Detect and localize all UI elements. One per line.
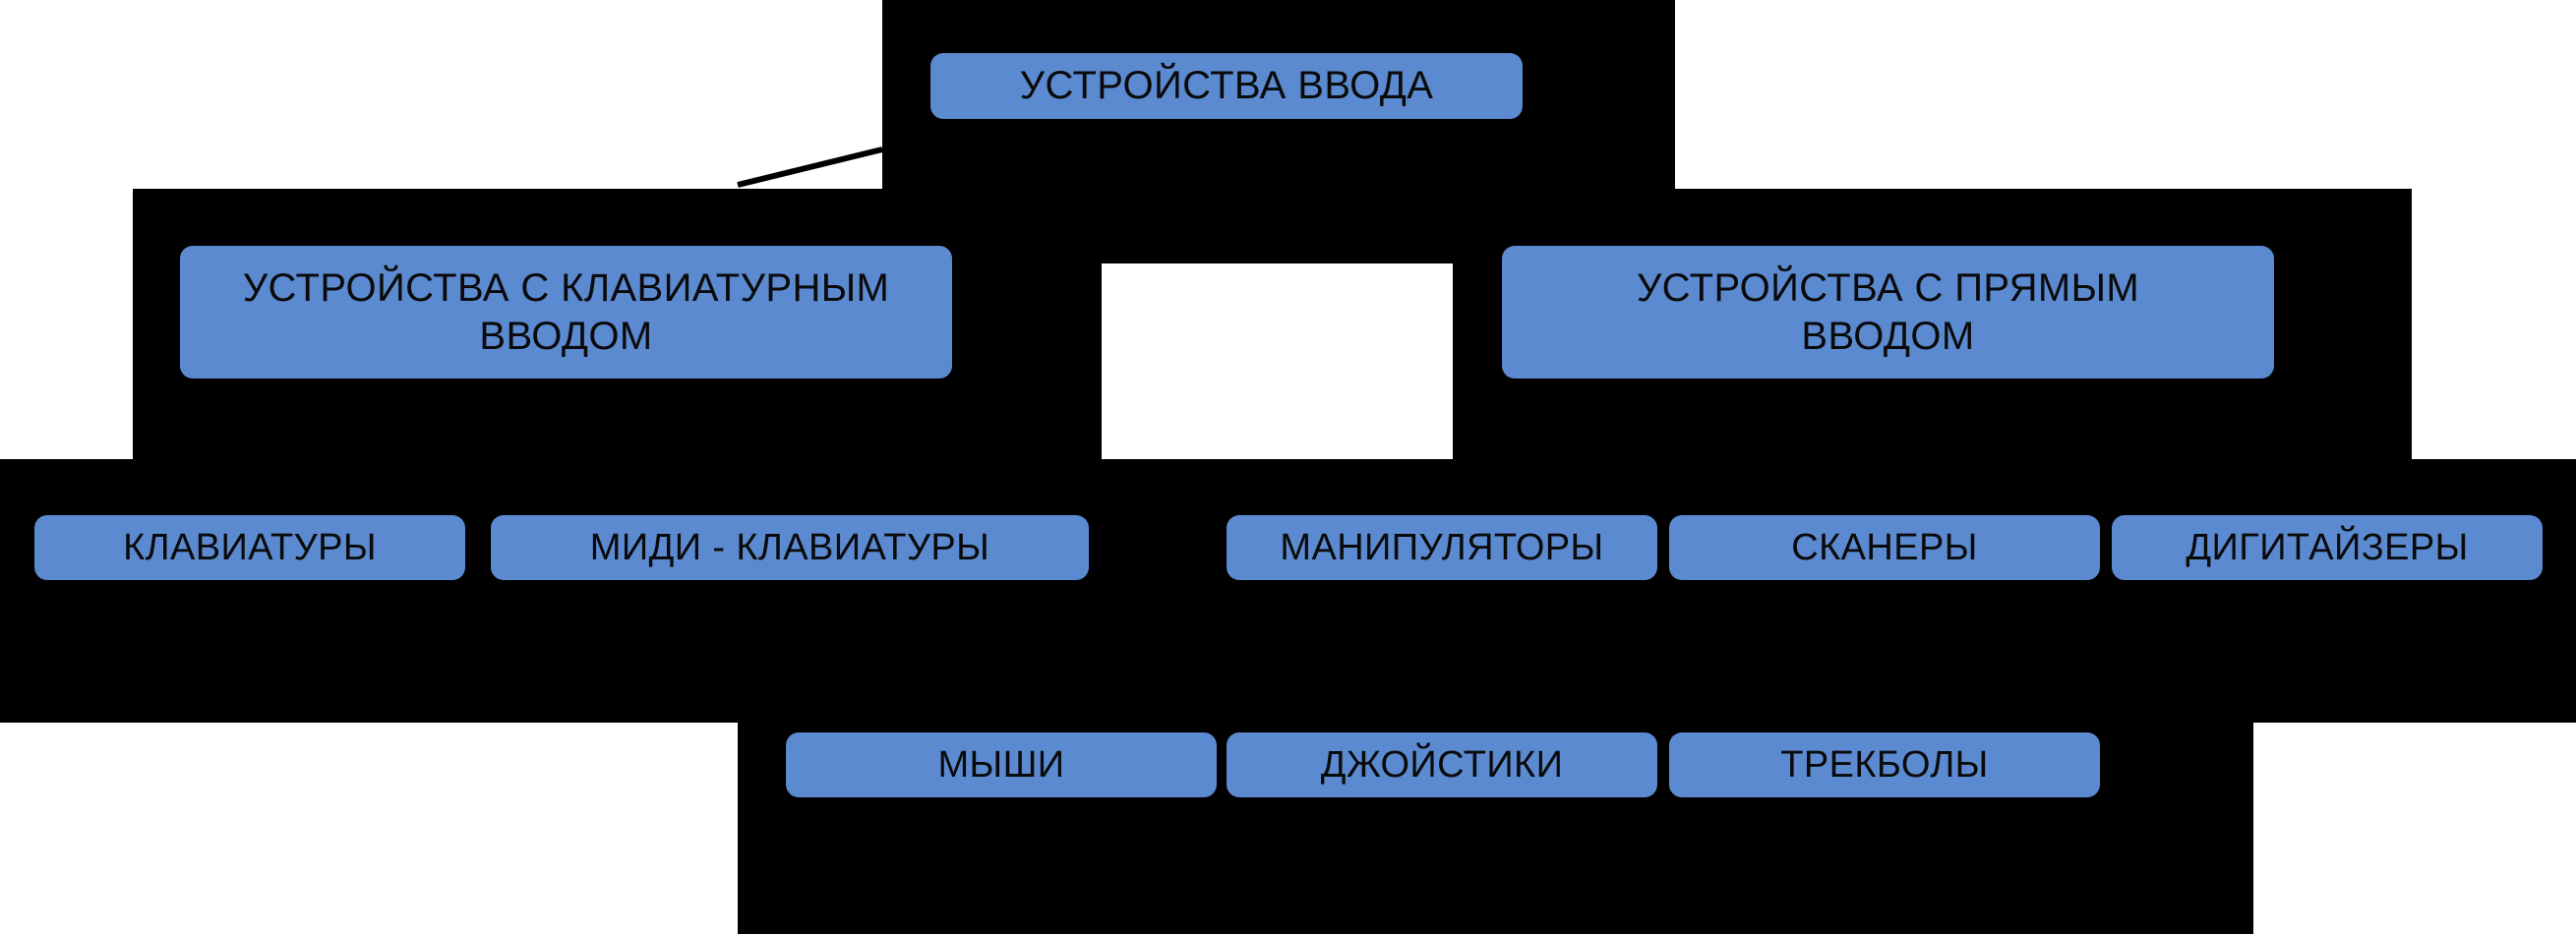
background-band-level3 — [0, 459, 2576, 723]
node-midi-keyboards[interactable]: МИДИ - КЛАВИАТУРЫ — [491, 515, 1089, 580]
background-cutout-center — [1102, 263, 1453, 459]
node-manipulators[interactable]: МАНИПУЛЯТОРЫ — [1227, 515, 1657, 580]
node-input-devices[interactable]: УСТРОЙСТВА ВВОДА — [930, 53, 1523, 119]
node-trackballs[interactable]: ТРЕКБОЛЫ — [1669, 732, 2100, 797]
connector-root-to-keyboard-input — [737, 146, 883, 188]
node-keyboard-input-devices[interactable]: УСТРОЙСТВА С КЛАВИАТУРНЫМ ВВОДОМ — [180, 246, 952, 379]
node-joysticks[interactable]: ДЖОЙСТИКИ — [1227, 732, 1657, 797]
node-direct-input-devices[interactable]: УСТРОЙСТВА С ПРЯМЫМ ВВОДОМ — [1502, 246, 2274, 379]
node-mice[interactable]: МЫШИ — [786, 732, 1217, 797]
node-keyboards[interactable]: КЛАВИАТУРЫ — [34, 515, 465, 580]
node-scanners[interactable]: СКАНЕРЫ — [1669, 515, 2100, 580]
node-digitizers[interactable]: ДИГИТАЙЗЕРЫ — [2112, 515, 2543, 580]
